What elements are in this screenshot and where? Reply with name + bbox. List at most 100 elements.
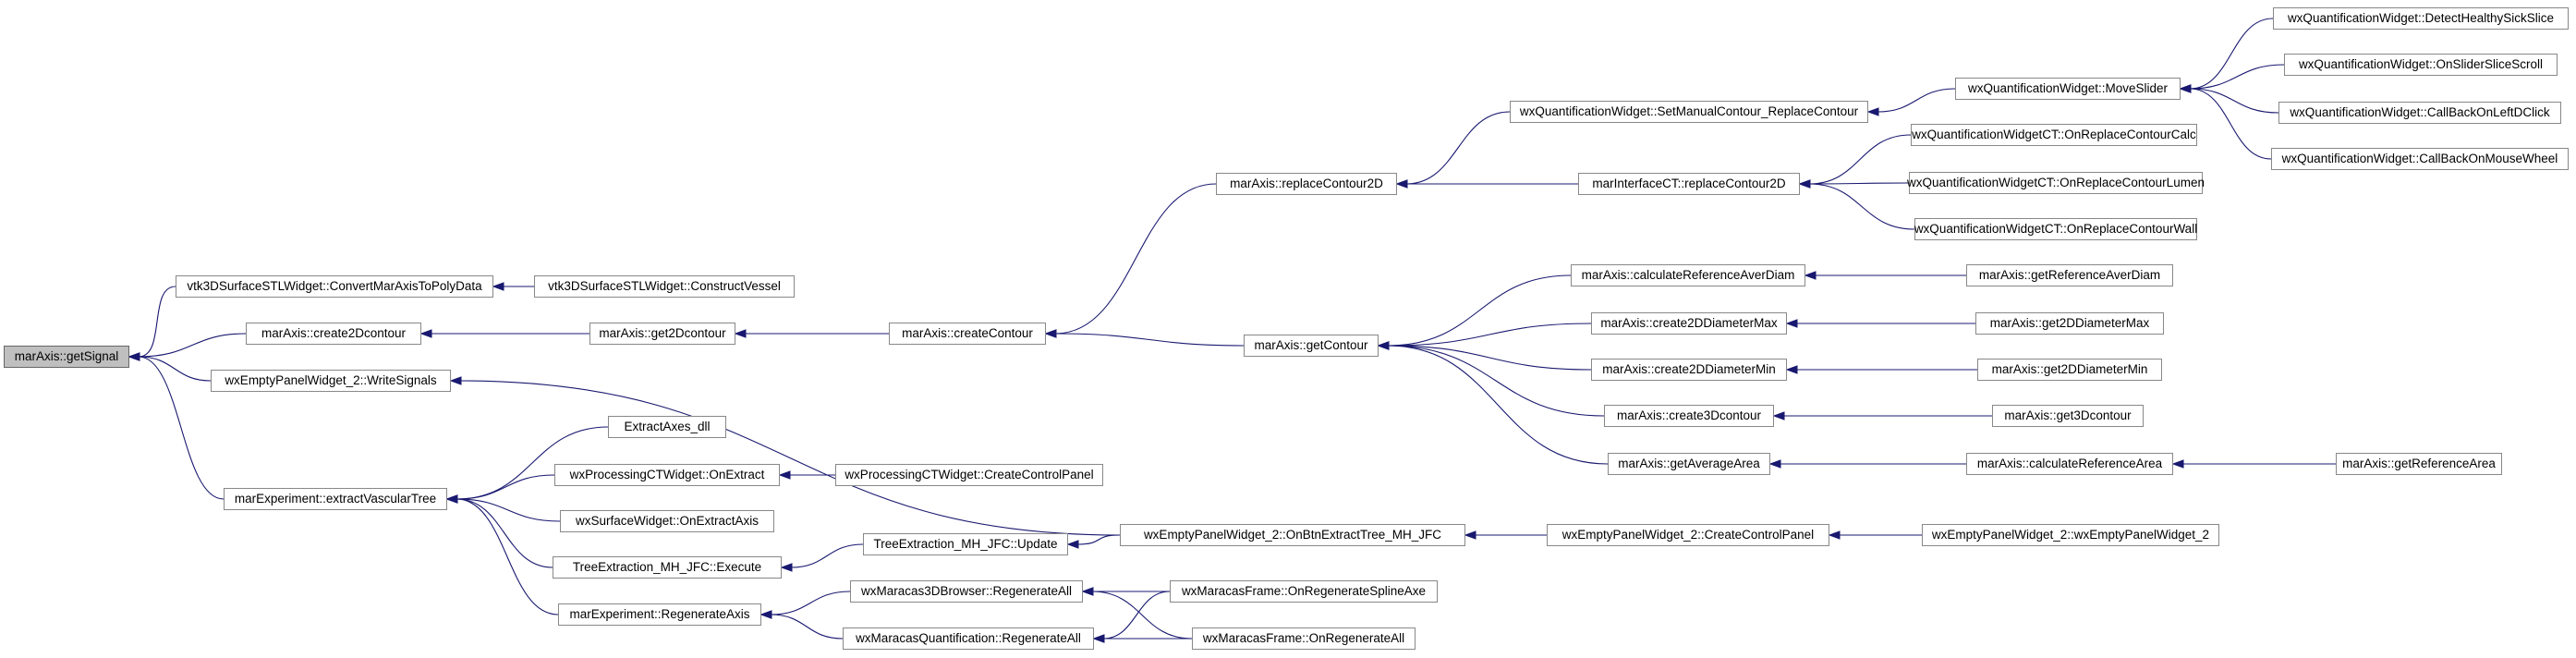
call-edge	[790, 543, 864, 568]
call-edge	[1808, 183, 1915, 230]
call-edge	[1808, 134, 1912, 185]
node-replace-contour2d[interactable]: marAxis::replaceContour2D	[1216, 173, 1397, 195]
node-quant-regenerate-all[interactable]: wxMaracasQuantification::RegenerateAll	[843, 628, 1094, 650]
node-create-contour[interactable]: marAxis::createContour	[889, 323, 1046, 345]
call-edge	[2189, 18, 2274, 90]
arrowhead	[778, 470, 791, 480]
call-edge	[770, 614, 844, 640]
call-edge	[1054, 183, 1217, 335]
node-get2dcontour[interactable]: marAxis::get2Dcontour	[589, 323, 735, 345]
arrowhead	[1092, 634, 1105, 643]
node-detect-healthy[interactable]: wxQuantificationWidget::DetectHealthySic…	[2273, 7, 2569, 30]
arrowhead	[1044, 329, 1057, 338]
arrowhead	[492, 282, 504, 291]
node-extract-vascular-tree[interactable]: marExperiment::extractVascularTree	[224, 488, 447, 510]
call-edge	[1877, 88, 1956, 113]
node-create2d-diam-min[interactable]: marAxis::create2DDiameterMin	[1591, 359, 1787, 381]
node-get-ref-area[interactable]: marAxis::getReferenceArea	[2336, 453, 2502, 475]
node-extract-axes-dll[interactable]: ExtractAxes_dll	[608, 416, 726, 438]
arrowhead	[2171, 459, 2184, 469]
call-edge	[2189, 88, 2279, 114]
node-wx-empty-panel-ctor[interactable]: wxEmptyPanelWidget_2::wxEmptyPanelWidget…	[1922, 524, 2219, 546]
node-on-btn-extract[interactable]: wxEmptyPanelWidget_2::OnBtnExtractTree_M…	[1120, 524, 1465, 546]
call-edge	[456, 498, 559, 615]
node-create2d-diam-max[interactable]: marAxis::create2DDiameterMax	[1591, 312, 1787, 335]
node-interface-replace-contour2d[interactable]: marInterfaceCT::replaceContour2D	[1578, 173, 1800, 195]
node-root: marAxis::getSignal	[4, 346, 129, 368]
arrowhead	[1772, 411, 1785, 420]
call-edge	[1405, 111, 1511, 185]
node-on-replace-wall[interactable]: wxQuantificationWidgetCT::OnReplaceConto…	[1914, 218, 2197, 240]
call-edge	[1102, 591, 1171, 640]
node-get3dcontour[interactable]: marAxis::get3Dcontour	[1992, 405, 2144, 427]
call-edge	[1387, 323, 1592, 347]
node-browser-regenerate-all[interactable]: wxMaracas3DBrowser::RegenerateAll	[850, 580, 1083, 603]
call-edge	[1387, 345, 1605, 417]
call-edge	[456, 498, 553, 568]
node-callback-left-dclick[interactable]: wxQuantificationWidget::CallBackOnLeftDC…	[2278, 102, 2561, 124]
node-on-replace-calc[interactable]: wxQuantificationWidgetCT::OnReplaceConto…	[1911, 124, 2197, 146]
node-callback-mouse-wheel[interactable]: wxQuantificationWidget::CallBackOnMouseW…	[2271, 148, 2569, 170]
node-move-slider[interactable]: wxQuantificationWidget::MoveSlider	[1955, 78, 2181, 100]
node-get2d-diam-max[interactable]: marAxis::get2DDiameterMax	[1975, 312, 2164, 335]
node-regenerate-axis[interactable]: marExperiment::RegenerateAxis	[558, 603, 761, 626]
call-edge	[1387, 345, 1609, 465]
call-edge	[1387, 345, 1592, 371]
node-on-extract[interactable]: wxProcessingCTWidget::OnExtract	[554, 464, 780, 486]
arrowhead	[780, 563, 793, 572]
arrowhead	[759, 610, 772, 619]
node-set-manual-contour[interactable]: wxQuantificationWidget::SetManualContour…	[1510, 101, 1868, 123]
arrowhead	[419, 329, 432, 338]
node-get2d-diam-min[interactable]: marAxis::get2DDiameterMin	[1977, 359, 2162, 381]
arrowhead	[1866, 107, 1879, 116]
call-edge	[138, 356, 225, 500]
node-get-average-area[interactable]: marAxis::getAverageArea	[1608, 453, 1770, 475]
node-on-replace-lumen[interactable]: wxQuantificationWidgetCT::OnReplaceConto…	[1907, 172, 2205, 194]
call-edge	[456, 498, 561, 522]
node-frame-regenerate-spline[interactable]: wxMaracasFrame::OnRegenerateSplineAxe	[1170, 580, 1438, 603]
node-get-contour[interactable]: marAxis::getContour	[1244, 335, 1379, 357]
node-construct-vessel[interactable]: vtk3DSurfaceSTLWidget::ConstructVessel	[534, 275, 795, 298]
call-edge	[459, 380, 1121, 536]
arrowhead	[1081, 587, 1094, 596]
node-tree-update[interactable]: TreeExtraction_MH_JFC::Update	[863, 533, 1068, 555]
call-edge	[456, 474, 555, 500]
call-edge	[138, 356, 212, 382]
call-edge	[2189, 88, 2272, 160]
call-edge	[1054, 333, 1245, 347]
node-convert[interactable]: vtk3DSurfaceSTLWidget::ConvertMarAxisToP…	[176, 275, 493, 298]
node-get-ref-aver-diam[interactable]: marAxis::getReferenceAverDiam	[1966, 264, 2173, 286]
arrowhead	[1768, 459, 1781, 469]
call-edge	[2189, 64, 2285, 90]
node-on-slider-scroll[interactable]: wxQuantificationWidget::OnSliderSliceScr…	[2284, 54, 2558, 76]
node-frame-regenerate-all[interactable]: wxMaracasFrame::OnRegenerateAll	[1192, 628, 1416, 650]
call-edge	[1387, 274, 1572, 347]
arrowhead	[1785, 365, 1798, 374]
node-tree-execute[interactable]: TreeExtraction_MH_JFC::Execute	[553, 556, 782, 579]
call-graph-edges	[128, 18, 2336, 643]
call-edge	[138, 286, 176, 358]
node-create-control-panel[interactable]: wxEmptyPanelWidget_2::CreateControlPanel	[1547, 524, 1829, 546]
call-edge	[456, 426, 609, 500]
arrowhead	[1464, 530, 1476, 540]
node-calc-ref-area[interactable]: marAxis::calculateReferenceArea	[1966, 453, 2173, 475]
arrowhead	[1828, 530, 1841, 540]
arrowhead	[734, 329, 747, 338]
arrowhead	[2179, 84, 2192, 93]
node-calc-ref-aver-diam[interactable]: marAxis::calculateReferenceAverDiam	[1571, 264, 1805, 286]
arrowhead	[445, 494, 458, 504]
arrowhead	[1785, 319, 1798, 328]
arrowhead	[1066, 540, 1079, 549]
node-create3dcontour[interactable]: marAxis::create3Dcontour	[1604, 405, 1774, 427]
call-edge	[770, 591, 851, 615]
arrowhead	[449, 376, 462, 385]
call-edge	[138, 333, 247, 358]
arrowhead	[1395, 179, 1408, 189]
node-on-extract-axis[interactable]: wxSurfaceWidget::OnExtractAxis	[560, 510, 774, 532]
arrowhead	[128, 352, 140, 361]
node-write-signals[interactable]: wxEmptyPanelWidget_2::WriteSignals	[211, 370, 451, 392]
arrowhead	[1798, 179, 1811, 189]
call-edge	[1808, 182, 1910, 185]
node-processing-create-panel[interactable]: wxProcessingCTWidget::CreateControlPanel	[835, 464, 1103, 486]
node-create2dcontour[interactable]: marAxis::create2Dcontour	[246, 323, 421, 345]
